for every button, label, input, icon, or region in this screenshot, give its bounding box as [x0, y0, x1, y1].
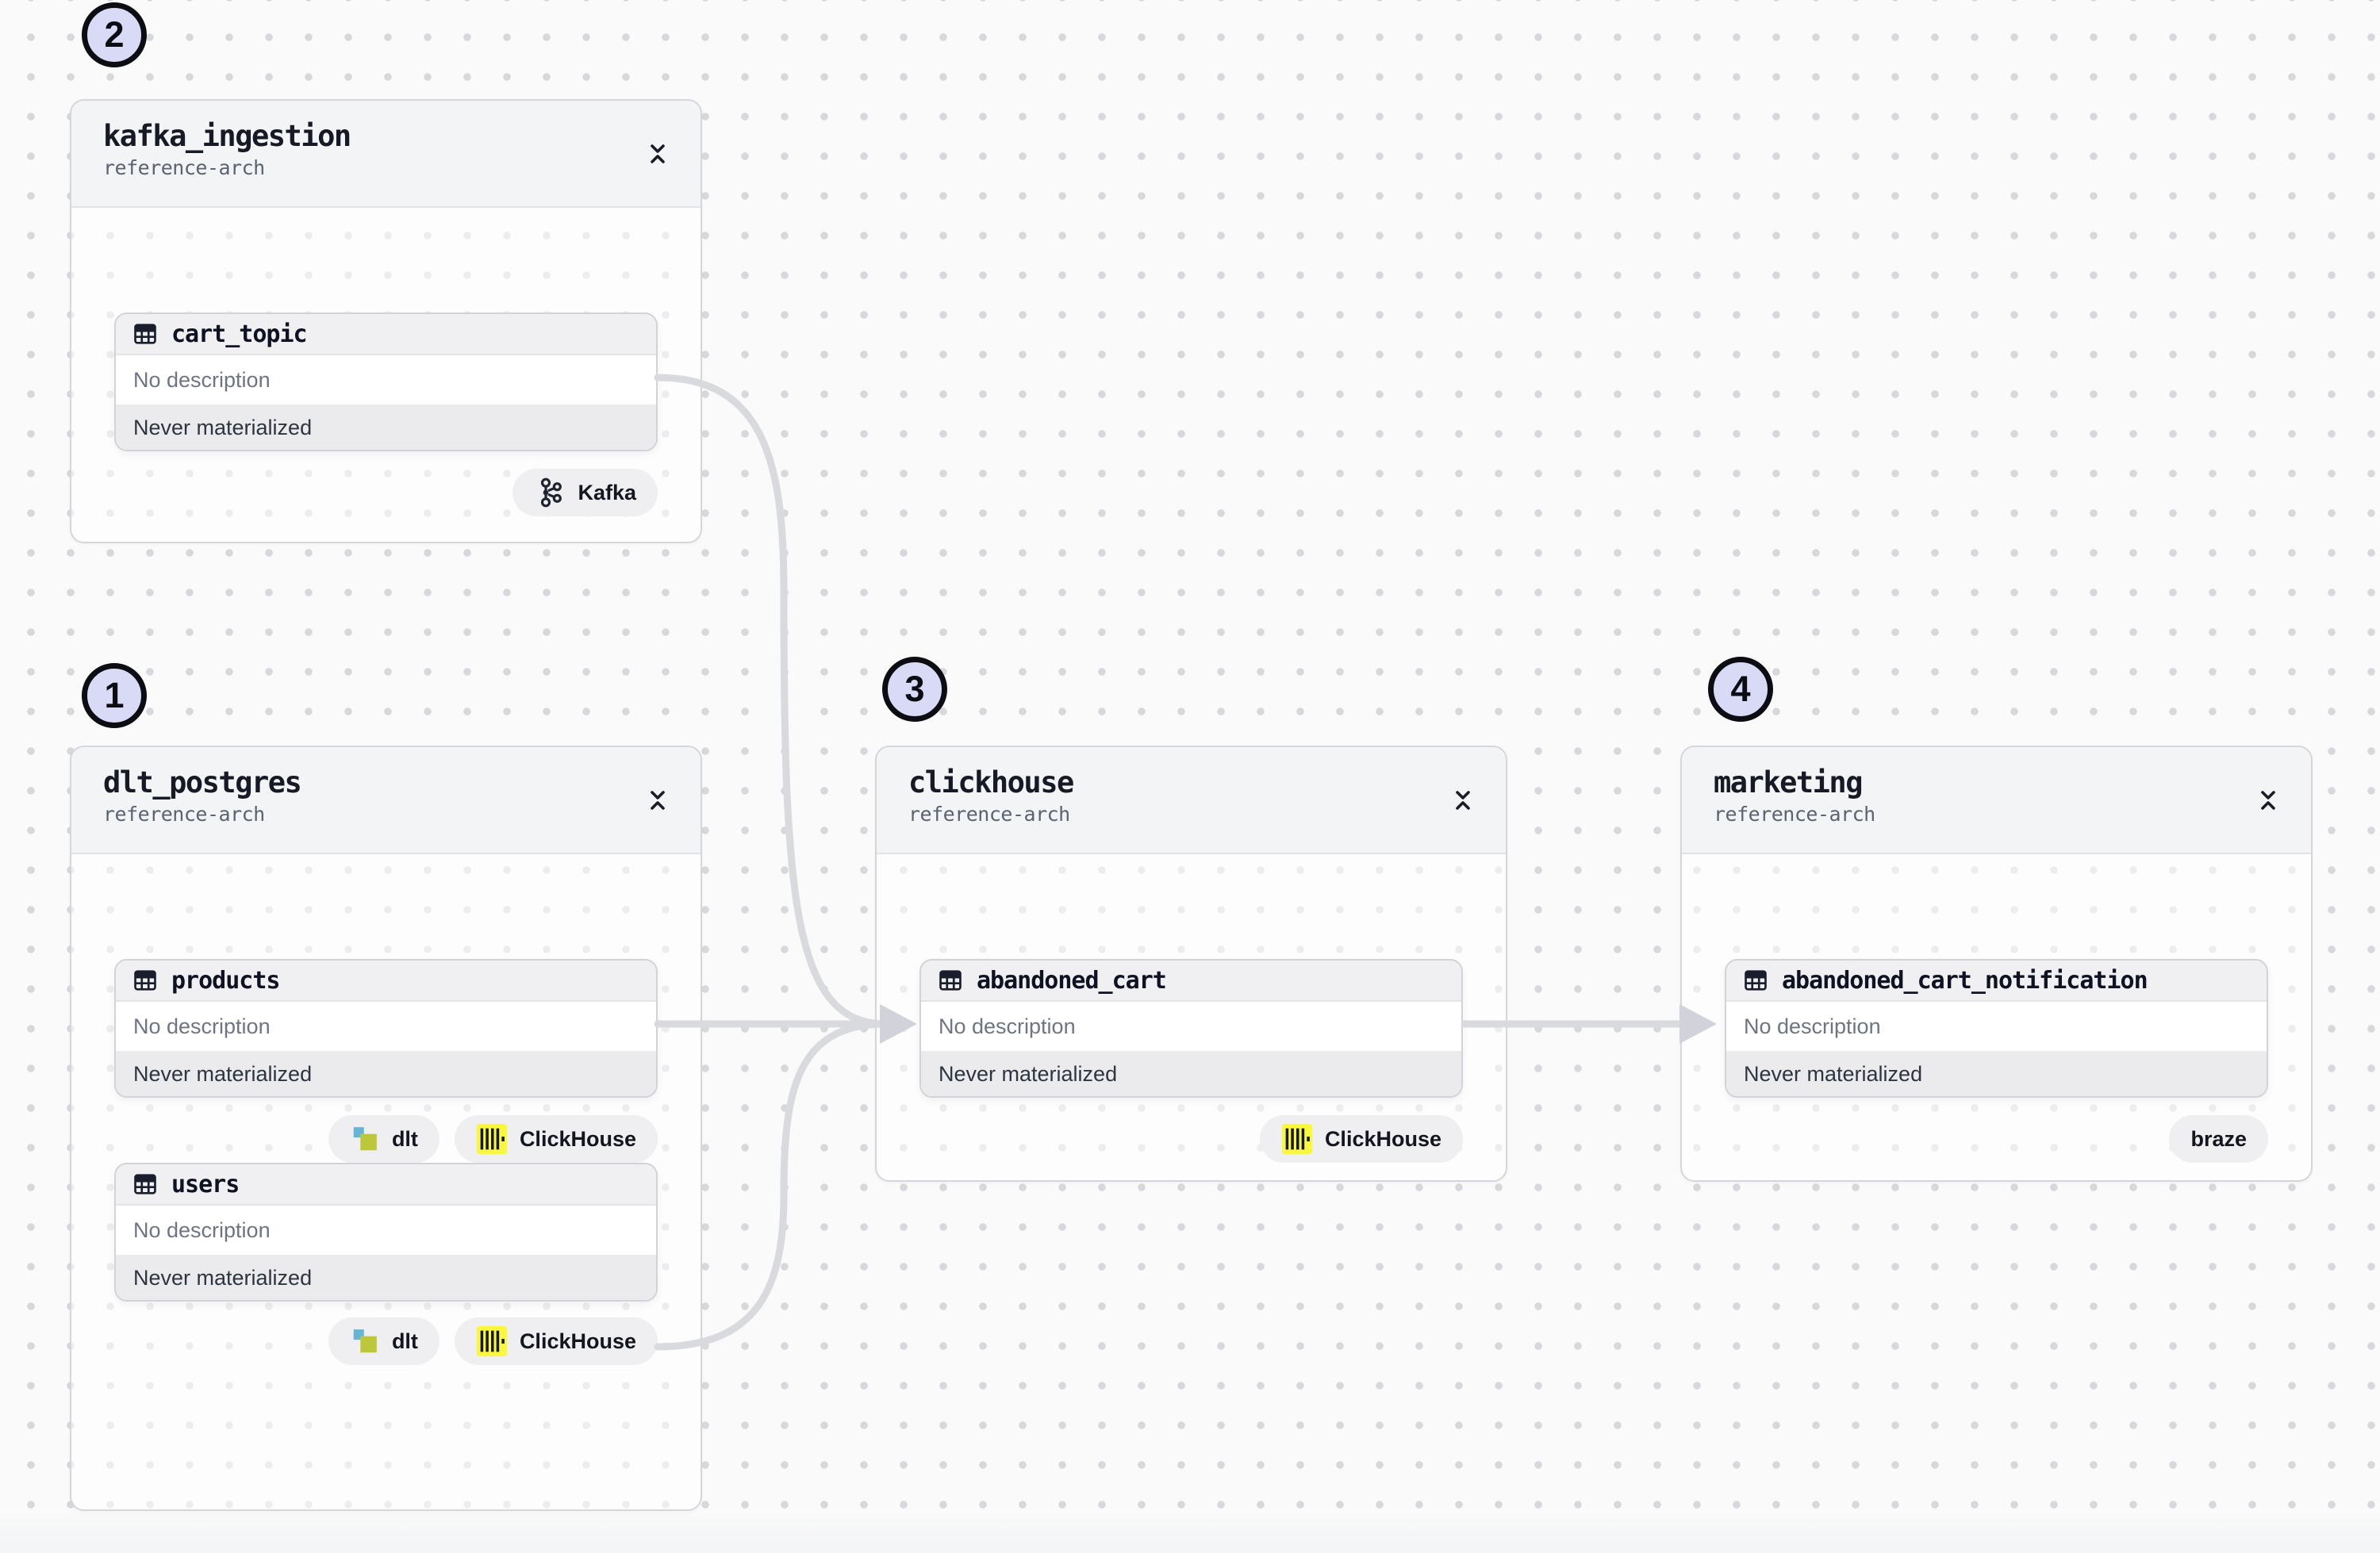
table-icon [1745, 970, 1767, 991]
collapse-group-button[interactable] [2251, 781, 2286, 819]
dlt-icon [353, 1329, 377, 1353]
step-marker-2: 2 [82, 2, 147, 67]
asset-name: abandoned_cart [977, 966, 1167, 995]
asset-description: No description [1726, 1002, 2267, 1053]
group-title: marketing [1714, 765, 1863, 800]
tag-row: ClickHouse [919, 1115, 1463, 1163]
table-icon [134, 1174, 156, 1194]
collapse-group-button[interactable] [640, 781, 675, 819]
collapse-vertical-icon [2261, 790, 2275, 810]
asset-name: cart_topic [171, 320, 308, 348]
step-marker-3: 3 [882, 657, 947, 722]
group-kafka-ingestion: kafka_ingestion reference-arch [70, 99, 702, 543]
kind-tag-braze[interactable]: braze [2169, 1115, 2268, 1163]
asset-description: No description [921, 1002, 1461, 1053]
clickhouse-icon [476, 1325, 508, 1357]
kind-tag-label: Kafka [578, 480, 636, 504]
group-body: abandoned_cart No description Never mate… [877, 854, 1506, 1163]
step-marker-number: 2 [104, 14, 125, 55]
step-marker-4: 4 [1708, 657, 1773, 722]
asset-description: No description [116, 355, 656, 406]
asset-header: abandoned_cart [921, 961, 1461, 1002]
asset-status: Never materialized [921, 1053, 1461, 1096]
asset-node-cart_topic[interactable]: cart_topic No description Never material… [114, 313, 658, 451]
tag-row: braze [1725, 1115, 2268, 1163]
group-header-clickhouse[interactable]: clickhouse reference-arch [877, 747, 1506, 854]
group-title: dlt_postgres [103, 765, 302, 800]
asset-description: No description [116, 1206, 656, 1256]
collapse-vertical-icon [1456, 790, 1470, 810]
asset-node-users[interactable]: users No description Never materialized [114, 1163, 658, 1302]
tag-row: dlt ClickHouse [114, 1317, 658, 1365]
kind-tag-kafka[interactable]: Kafka [512, 469, 658, 516]
collapse-group-button[interactable] [1445, 781, 1480, 819]
asset-node-products[interactable]: products No description Never materializ… [114, 959, 658, 1098]
asset-node-abandoned_cart_notification[interactable]: abandoned_cart_notification No descripti… [1725, 959, 2268, 1098]
group-subtitle: reference-arch [908, 802, 1070, 826]
collapse-vertical-icon [651, 144, 665, 163]
asset-name: abandoned_cart_notification [1782, 966, 2148, 995]
clickhouse-icon [1281, 1123, 1313, 1155]
collapse-vertical-icon [651, 790, 665, 810]
group-marketing: marketing reference-arch aban [1680, 746, 2313, 1182]
kind-tag-label: dlt [391, 1329, 418, 1353]
bottom-fade [0, 1510, 2380, 1553]
kind-tag-dlt[interactable]: dlt [328, 1317, 440, 1365]
kind-tag-clickhouse[interactable]: ClickHouse [1259, 1115, 1463, 1163]
group-clickhouse: clickhouse reference-arch aba [875, 746, 1507, 1182]
step-marker-number: 1 [104, 675, 125, 715]
table-icon [939, 970, 962, 991]
kind-tag-label: dlt [391, 1126, 418, 1151]
table-icon [134, 970, 156, 991]
group-header-marketing[interactable]: marketing reference-arch [1682, 747, 2311, 854]
tag-row: Kafka [114, 469, 658, 516]
kind-tag-clickhouse[interactable]: ClickHouse [454, 1317, 658, 1365]
asset-header: users [116, 1164, 656, 1206]
group-header-dlt-postgres[interactable]: dlt_postgres reference-arch [71, 747, 701, 854]
asset-status: Never materialized [116, 1053, 656, 1096]
kind-tag-label: braze [2190, 1126, 2247, 1151]
group-title: clickhouse [908, 765, 1074, 800]
table-icon [134, 324, 156, 344]
asset-description: No description [116, 1002, 656, 1053]
group-body: products No description Never materializ… [71, 854, 701, 1365]
group-title: kafka_ingestion [103, 119, 351, 153]
clickhouse-icon [476, 1123, 508, 1155]
collapse-group-button[interactable] [640, 135, 675, 173]
group-subtitle: reference-arch [103, 802, 265, 826]
asset-status: Never materialized [116, 1256, 656, 1300]
group-subtitle: reference-arch [1714, 802, 1875, 826]
tag-row: dlt ClickHouse [114, 1115, 658, 1163]
asset-header: products [116, 961, 656, 1002]
asset-status: Never materialized [1726, 1053, 2267, 1096]
kind-tag-dlt[interactable]: dlt [328, 1115, 440, 1163]
dlt-icon [353, 1127, 377, 1151]
asset-name: products [171, 966, 280, 995]
kind-tag-clickhouse[interactable]: ClickHouse [454, 1115, 658, 1163]
step-marker-number: 4 [1730, 669, 1751, 709]
asset-header: cart_topic [116, 314, 656, 355]
kafka-icon [541, 477, 562, 508]
asset-status: Never materialized [116, 406, 656, 450]
kind-tag-label: ClickHouse [1324, 1126, 1441, 1151]
step-marker-number: 3 [904, 669, 925, 709]
group-body: cart_topic No description Never material… [71, 208, 701, 516]
step-marker-1: 1 [82, 663, 147, 728]
asset-node-abandoned_cart[interactable]: abandoned_cart No description Never mate… [919, 959, 1463, 1098]
group-dlt-postgres: dlt_postgres reference-arch [70, 746, 702, 1511]
kind-tag-label: ClickHouse [519, 1329, 636, 1353]
group-subtitle: reference-arch [103, 155, 265, 179]
asset-name: users [171, 1170, 240, 1198]
kind-tag-label: ClickHouse [519, 1126, 636, 1151]
group-body: abandoned_cart_notification No descripti… [1682, 854, 2311, 1163]
group-header-kafka-ingestion[interactable]: kafka_ingestion reference-arch [71, 101, 701, 208]
asset-header: abandoned_cart_notification [1726, 961, 2267, 1002]
